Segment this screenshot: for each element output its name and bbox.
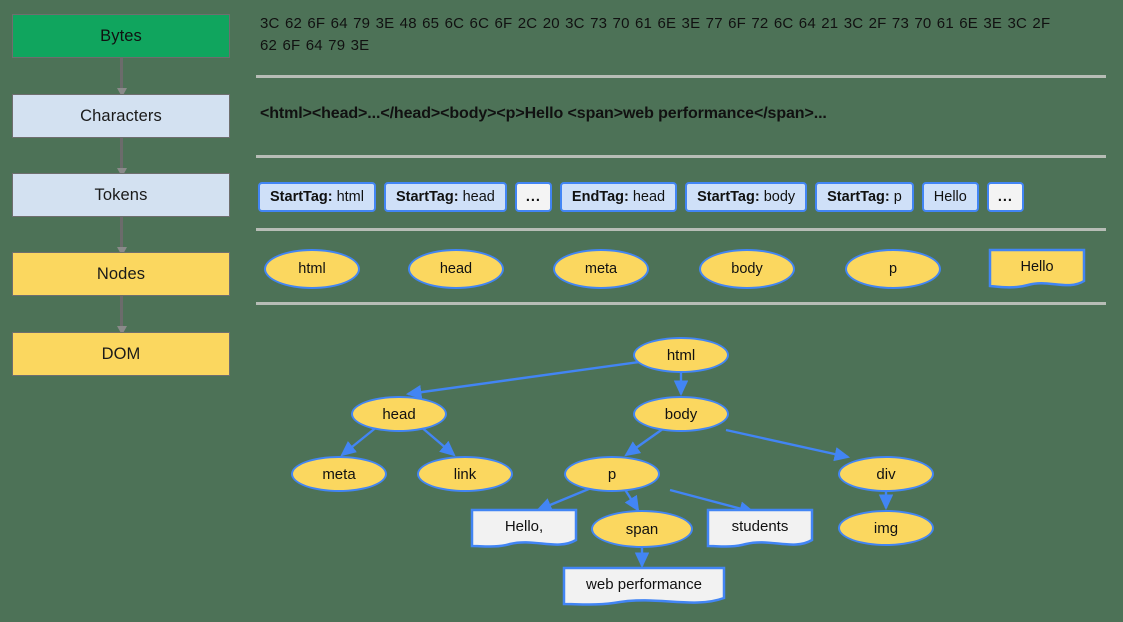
dom-node-text-hello[interactable]: Hello, [470,508,578,550]
node-ellipse-p[interactable]: p [845,249,941,289]
node-ellipse-body[interactable]: body [699,249,795,289]
dom-node-label: Hello, [504,518,544,535]
node-label: p [888,261,898,277]
pipeline-column: Bytes Characters Tokens Nodes DOM [12,0,244,622]
bytes-hex-text: 3C 62 6F 64 79 3E 48 65 6C 6C 6F 2C 20 3… [260,15,1051,54]
pipeline-stage-dom[interactable]: DOM [12,332,230,376]
token-value: ... [525,189,541,205]
token-value: body [763,189,796,205]
nodes-row: html head meta body p Hello [256,245,1106,297]
dom-node-label: body [664,405,698,423]
token-value: ... [997,189,1013,205]
node-ellipse-html[interactable]: html [264,249,360,289]
token-chip[interactable]: StartTag:body [685,182,808,212]
token-chip-ellipsis[interactable]: ... [514,182,552,212]
pipeline-stage-nodes[interactable]: Nodes [12,252,230,296]
token-value: html [336,189,364,205]
token-chip-text[interactable]: Hello [921,182,979,212]
content-column: 3C 62 6F 64 79 3E 48 65 6C 6C 6F 2C 20 3… [256,0,1111,622]
arrow-bytes-to-characters [116,58,127,97]
pipeline-stage-label: Characters [80,106,162,125]
token-value: Hello [933,189,967,205]
dom-node-text-web-performance[interactable]: web performance [562,566,726,608]
node-ellipse-head[interactable]: head [408,249,504,289]
dom-node-text-students[interactable]: students [706,508,814,550]
divider-nodes [256,302,1106,305]
node-label: html [298,261,326,277]
dom-node-label: span [625,520,659,538]
token-value: head [462,189,495,205]
node-label: head [439,261,473,277]
pipeline-stage-characters[interactable]: Characters [12,94,230,138]
pipeline-stage-tokens[interactable]: Tokens [12,173,230,217]
token-value: head [632,189,666,205]
token-chip[interactable]: EndTag:head [559,182,678,212]
dom-node-div[interactable]: div [838,456,934,492]
node-ellipse-meta[interactable]: meta [553,249,649,289]
token-key: StartTag: [395,189,459,205]
dom-node-label: html [666,346,696,364]
pipeline-stage-label: Nodes [96,264,146,283]
node-label: meta [584,261,618,277]
pipeline-stage-label: Bytes [100,26,142,45]
token-chip[interactable]: StartTag:head [383,182,507,212]
node-label: Hello [1020,259,1054,275]
arrow-tokens-to-nodes [116,217,127,256]
characters-markup-text: <html><head>...</head><body><p>Hello <sp… [260,105,827,122]
token-key: EndTag: [571,189,629,205]
arrow-nodes-to-dom [116,296,127,335]
pipeline-stage-bytes[interactable]: Bytes [12,14,230,58]
arrow-characters-to-tokens [116,138,127,177]
dom-tree-edges [340,360,894,569]
dom-node-span[interactable]: span [591,510,693,548]
dom-node-meta[interactable]: meta [291,456,387,492]
divider-characters [256,155,1106,158]
dom-node-label: div [876,465,896,483]
token-key: StartTag: [270,189,333,205]
dom-node-head[interactable]: head [351,396,447,432]
dom-node-html[interactable]: html [633,337,729,373]
dom-node-label: p [607,465,617,483]
node-label: body [731,261,763,277]
dom-node-label: img [873,519,899,537]
divider-bytes [256,75,1106,78]
dom-node-label: web performance [586,576,702,593]
token-key: StartTag: [697,189,760,205]
node-document-hello[interactable]: Hello [988,248,1086,290]
pipeline-stage-label: DOM [101,344,141,363]
dom-node-label: meta [322,465,356,483]
token-key: StartTag: [827,189,890,205]
dom-node-link[interactable]: link [417,456,513,492]
token-chip-ellipsis[interactable]: ... [986,182,1024,212]
dom-node-p[interactable]: p [564,456,660,492]
divider-tokens [256,228,1106,231]
token-chip[interactable]: StartTag:html [258,182,376,212]
pipeline-stage-label: Tokens [94,185,148,204]
token-value: p [893,189,902,205]
token-chip[interactable]: StartTag:p [815,182,914,212]
dom-node-label: students [731,518,789,535]
tokens-row: StartTag:html StartTag:head ... EndTag:h… [258,182,1024,212]
dom-tree: html head body meta link p div [256,318,1111,622]
dom-node-label: head [382,405,416,423]
dom-node-img[interactable]: img [838,510,934,546]
dom-node-label: link [453,465,477,483]
dom-node-body[interactable]: body [633,396,729,432]
